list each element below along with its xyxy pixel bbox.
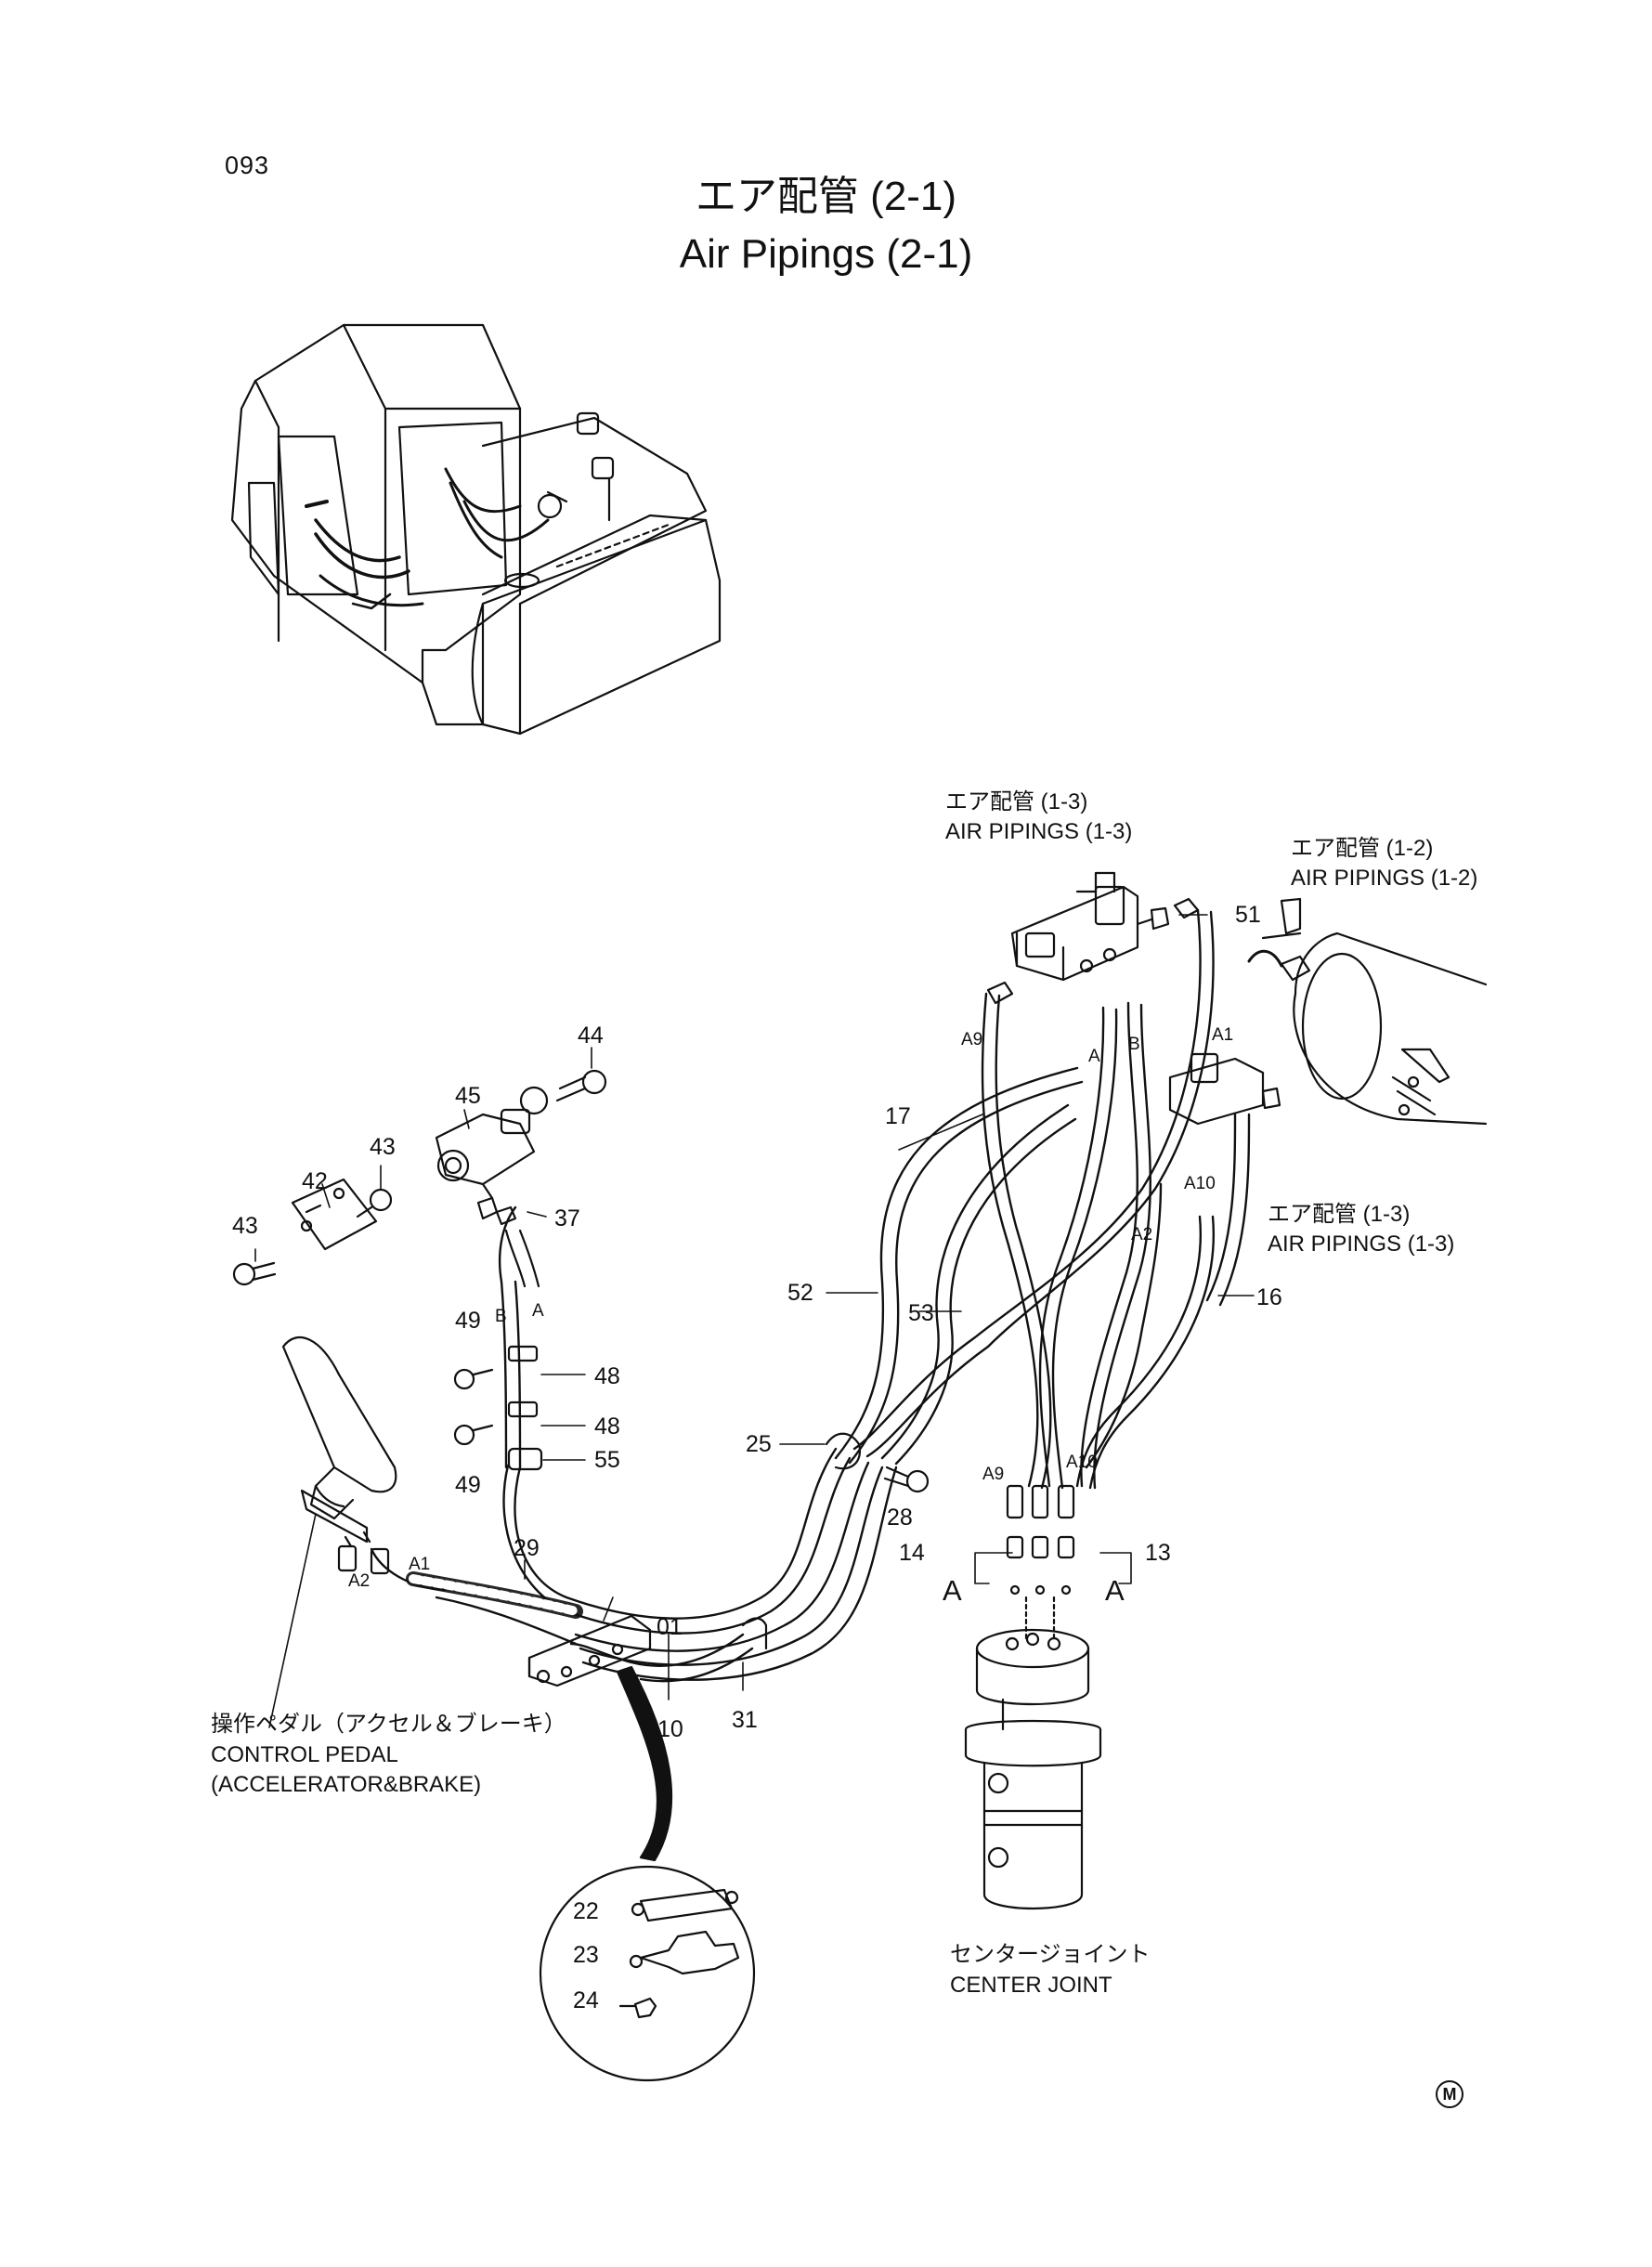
callout-48-upper: 48 <box>594 1363 620 1389</box>
ref-center-joint-en: CENTER JOINT <box>950 1973 1112 1998</box>
callout-28: 28 <box>887 1505 913 1531</box>
callout-24: 24 <box>573 1987 599 2013</box>
callout-52: 52 <box>787 1280 813 1306</box>
ref-air-1-3-right-jp: エア配管 (1-3) <box>1268 1202 1411 1227</box>
page-title-english: Air Pipings (2-1) <box>679 231 973 277</box>
callout-37: 37 <box>554 1205 580 1231</box>
air-hose-bundle <box>370 908 1251 1683</box>
callout-49-lower: 49 <box>455 1472 481 1498</box>
port-a9-bottom: A9 <box>982 1465 1005 1484</box>
junction-block <box>527 1614 652 1687</box>
callout-23: 23 <box>573 1942 599 1968</box>
port-a-left: A <box>532 1301 544 1321</box>
ref-air-1-2-jp: エア配管 (1-2) <box>1291 836 1434 861</box>
ref-air-1-2-en: AIR PIPINGS (1-2) <box>1291 866 1478 891</box>
callout-42: 42 <box>302 1168 328 1194</box>
port-a2-top: A2 <box>1131 1225 1153 1244</box>
port-a-valve: A <box>1088 1047 1100 1066</box>
callout-43-upper: 43 <box>370 1134 396 1160</box>
callout-10: 10 <box>657 1716 683 1742</box>
port-a1-pedal: A1 <box>409 1555 431 1574</box>
leader-lines <box>254 914 1255 1728</box>
callout-25: 25 <box>746 1431 772 1457</box>
circled-m-mark: M <box>1436 2080 1463 2108</box>
port-a9-top: A9 <box>961 1030 983 1049</box>
callout-51: 51 <box>1235 902 1261 928</box>
callout-44: 44 <box>578 1023 604 1049</box>
callout-01: 01 <box>657 1614 683 1640</box>
callout-43-left: 43 <box>232 1213 258 1239</box>
excavator-overview-illustration <box>230 323 722 736</box>
port-b-left: B <box>495 1307 507 1326</box>
air-tank <box>1168 897 1488 1126</box>
section-marker-left: A <box>943 1574 962 1607</box>
page-title-japanese: エア配管 (2-1) <box>695 174 957 219</box>
center-joint-illustration <box>964 1484 1102 1910</box>
detail-pointer <box>616 1665 673 1862</box>
callout-22: 22 <box>573 1898 599 1924</box>
callout-45: 45 <box>455 1083 481 1109</box>
callout-53: 53 <box>908 1300 934 1326</box>
ref-air-1-3-top-jp: エア配管 (1-3) <box>945 789 1088 814</box>
port-a1-top: A1 <box>1212 1025 1234 1045</box>
ref-air-1-3-right-en: AIR PIPINGS (1-3) <box>1268 1231 1455 1257</box>
port-b-valve: B <box>1128 1035 1140 1054</box>
port-a2-pedal: A2 <box>348 1571 371 1591</box>
ref-control-pedal-jp: 操作ペダル（アクセル＆ブレーキ） <box>211 1712 566 1737</box>
callout-29: 29 <box>514 1535 540 1561</box>
callout-14: 14 <box>899 1540 925 1566</box>
callout-55: 55 <box>594 1447 620 1473</box>
ref-air-1-3-top-en: AIR PIPINGS (1-3) <box>945 819 1133 844</box>
control-pedal-illustration <box>281 1336 397 1575</box>
ref-control-pedal-en1: CONTROL PEDAL <box>211 1742 398 1767</box>
section-marker-right: A <box>1105 1574 1125 1607</box>
callout-49-upper: 49 <box>455 1308 481 1334</box>
ref-center-joint-jp: センタージョイント <box>950 1942 1151 1967</box>
callout-31: 31 <box>732 1707 758 1733</box>
callout-17: 17 <box>885 1103 911 1129</box>
detail-view-circle <box>539 1865 756 2082</box>
corrugated-hose <box>406 1571 583 1619</box>
page-number: 093 <box>225 151 270 179</box>
valve-bracket-group <box>232 1069 930 1650</box>
ref-control-pedal-en2: (ACCELERATOR&BRAKE) <box>211 1772 482 1797</box>
callout-13: 13 <box>1145 1540 1171 1566</box>
port-a10-bottom: A10 <box>1066 1453 1098 1472</box>
callout-48-lower: 48 <box>594 1414 620 1440</box>
port-a10-top: A10 <box>1184 1174 1216 1193</box>
callout-16: 16 <box>1256 1284 1282 1310</box>
solenoid-valve-assembly <box>986 871 1200 1005</box>
